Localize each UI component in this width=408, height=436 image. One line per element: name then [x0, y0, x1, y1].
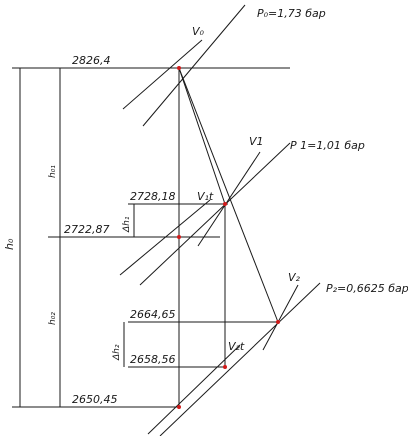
isochore-v1t — [119, 199, 211, 276]
label-pressure-p0: P₀=1,73 бар — [257, 7, 326, 20]
isochore-v2 — [262, 284, 299, 351]
point-state-k — [177, 405, 181, 409]
label-dimension-dh1: Δh₁ — [122, 216, 132, 233]
label-dimension-h01: h₀₁ — [48, 165, 58, 178]
point-state-0 — [177, 66, 181, 70]
process-line-0-1 — [178, 67, 226, 205]
label-pressure-p2: P₂=0,6625 бар — [326, 282, 408, 295]
isochore-v0 — [122, 39, 203, 110]
label-volume-v2: V₂ — [288, 271, 301, 284]
label-hk-value: 2650,45 — [72, 393, 118, 406]
label-dimension-h0: h₀ — [3, 238, 16, 250]
isobar-p2 — [159, 282, 321, 436]
label-dimension-dh2: Δh₂ — [112, 344, 122, 361]
point-state-1t — [177, 235, 181, 239]
label-h2t-value: 2658,56 — [130, 353, 176, 366]
label-volume-v1t: V₁t — [197, 190, 214, 203]
process-line-0-2 — [178, 67, 279, 323]
label-h0-value: 2826,4 — [72, 54, 111, 67]
label-volume-v0: V₀ — [192, 25, 205, 38]
label-h1-value: 2728,18 — [130, 190, 176, 203]
isobar-p1 — [139, 142, 291, 286]
label-h2-value: 2664,65 — [130, 308, 176, 321]
label-volume-v2t: V₂t — [228, 340, 245, 353]
point-state-2t — [223, 365, 227, 369]
isobar-p0 — [142, 4, 246, 127]
isochore-v2t — [147, 344, 241, 435]
isochore-v1 — [197, 151, 261, 247]
point-state-2 — [276, 320, 280, 324]
label-volume-v1: V1 — [249, 135, 264, 148]
label-pressure-p1: P 1=1,01 бар — [290, 139, 365, 152]
label-dimension-h02: h₀₂ — [48, 312, 58, 325]
label-h1t-value: 2722,87 — [64, 223, 110, 236]
point-state-1 — [223, 202, 227, 206]
